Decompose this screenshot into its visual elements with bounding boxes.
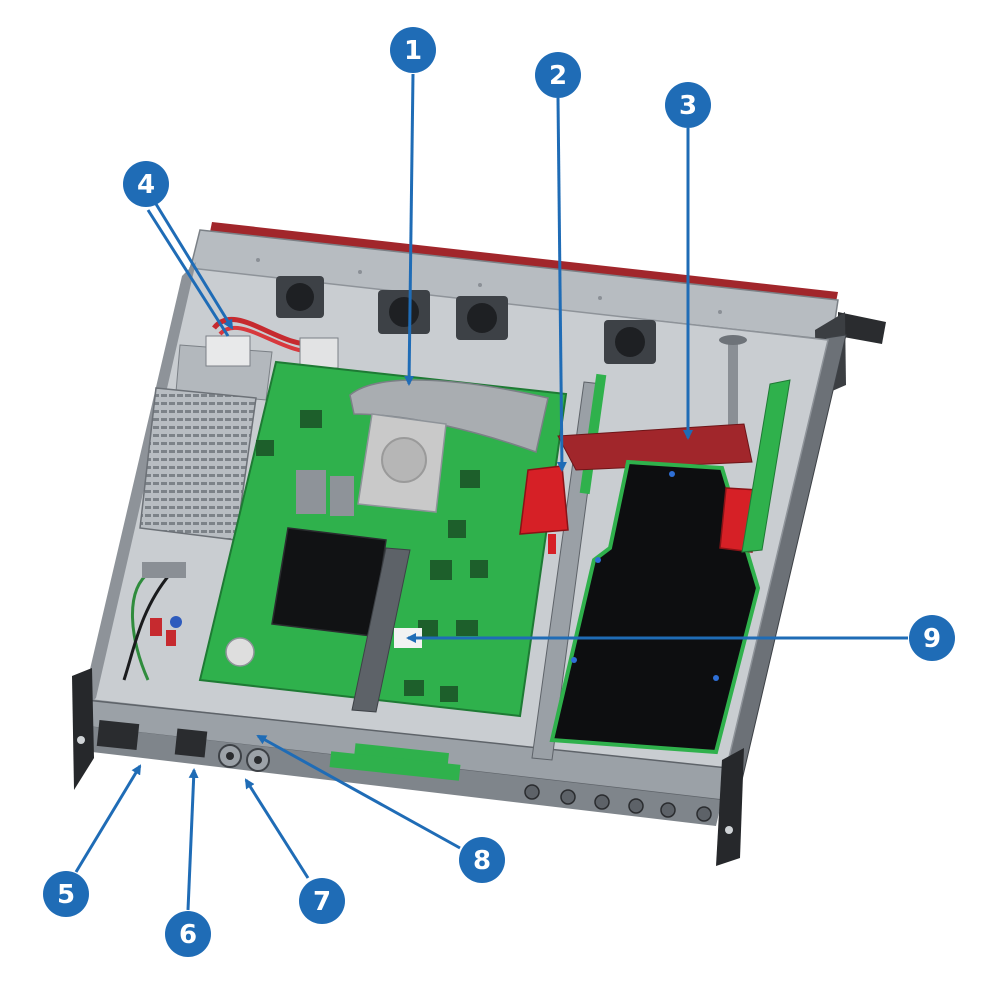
callout-1-label: 1 xyxy=(404,36,422,66)
callout-5: 5 xyxy=(43,871,89,917)
callout-8-label: 8 xyxy=(473,846,491,876)
fan-row xyxy=(276,276,747,430)
rack-ear-left-hole xyxy=(77,736,85,744)
mains-wires-black xyxy=(122,573,172,681)
leader-6 xyxy=(186,768,199,911)
callout-9-label: 9 xyxy=(923,624,941,654)
pcb-components xyxy=(256,410,488,702)
callout-7: 7 xyxy=(299,878,345,924)
riser-card-right xyxy=(741,379,791,553)
standoff-post xyxy=(728,340,738,430)
leader-2 xyxy=(556,97,567,472)
io-connector-row xyxy=(524,784,712,822)
rack-ear-front-right xyxy=(716,748,744,866)
leader-8 xyxy=(256,734,461,850)
red-connector-left xyxy=(519,465,569,535)
callout-badges: 1 2 3 4 5 6 7 8 xyxy=(43,27,955,957)
rear-red-strip xyxy=(210,222,838,302)
fuse-red xyxy=(150,618,162,636)
right-module xyxy=(519,373,791,761)
callout-1: 1 xyxy=(390,27,436,73)
front-green-board xyxy=(329,751,461,781)
callout-2: 2 xyxy=(535,52,581,98)
callout-8: 8 xyxy=(459,837,505,883)
callout-2-label: 2 xyxy=(549,61,567,91)
callout-4: 4 xyxy=(123,161,169,207)
callout-6: 6 xyxy=(165,911,211,957)
leader-4 xyxy=(154,203,234,330)
mains-terminal xyxy=(142,562,186,578)
heatsink-small-1 xyxy=(296,470,326,514)
left-side-wall xyxy=(80,262,196,712)
psu-terminal-block xyxy=(205,335,251,367)
rack-ear-left xyxy=(72,668,94,790)
callout-3: 3 xyxy=(665,82,711,128)
callout-5-label: 5 xyxy=(57,880,75,910)
main-pcb xyxy=(198,360,568,777)
psu-header xyxy=(299,337,339,369)
red-ribbon-cable xyxy=(557,423,753,471)
rack-ear-right xyxy=(838,312,886,344)
power-supply xyxy=(122,317,339,681)
leader-1 xyxy=(404,73,415,386)
earth-stud xyxy=(170,616,182,628)
callout-4-label: 4 xyxy=(137,170,155,200)
callout-9: 9 xyxy=(909,615,955,661)
leader-4b xyxy=(146,209,230,337)
mains-wires-green xyxy=(131,570,151,681)
coin-cell xyxy=(225,637,255,667)
leader-5 xyxy=(74,764,142,873)
fuse-red-2 xyxy=(166,630,176,646)
pcb-slot-connector xyxy=(351,547,411,713)
rack-ear-front-right-hole xyxy=(725,826,733,834)
power-switch-body xyxy=(174,728,208,758)
rear-screws xyxy=(256,258,722,314)
front-connectors xyxy=(96,719,712,822)
black-heatsink xyxy=(271,527,387,637)
callout-3-label: 3 xyxy=(679,91,697,121)
mains-inlet-socket xyxy=(96,719,140,751)
callout-leaders xyxy=(74,73,908,911)
bnc-pair xyxy=(218,744,270,772)
leader-7 xyxy=(244,778,310,879)
callout-7-label: 7 xyxy=(313,887,331,917)
heatsink-small-2 xyxy=(330,476,354,516)
callout-6-label: 6 xyxy=(179,920,197,950)
